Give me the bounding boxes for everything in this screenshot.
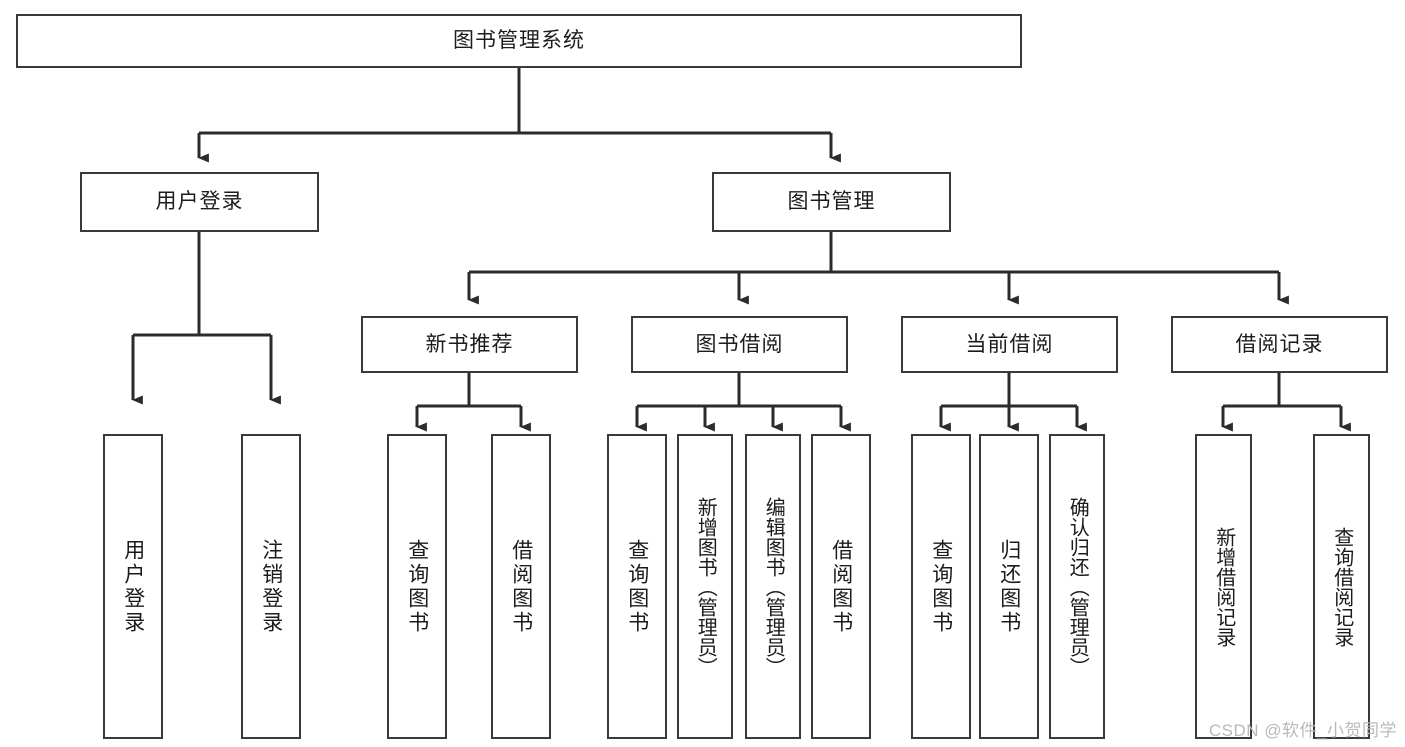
node-book-management[interactable]: 图书管理 [712, 172, 951, 232]
watermark-text: CSDN @软件_小贺同学 [1208, 721, 1397, 740]
node-label: 借阅图书 [829, 538, 853, 635]
node-label: 借阅图书 [509, 538, 533, 635]
node-current-borrow[interactable]: 当前借阅 [901, 316, 1118, 373]
node-label: 查询借阅记录 [1330, 526, 1353, 647]
node-label: 图书管理 [787, 190, 876, 214]
node-leaf-query-book-borrow[interactable]: 查询图书 [607, 434, 667, 739]
node-label: 新书推荐 [425, 332, 514, 356]
node-label: 查询图书 [929, 538, 953, 635]
node-leaf-add-borrow-record[interactable]: 新增借阅记录 [1195, 434, 1252, 739]
node-label: 图书管理系统 [453, 29, 585, 53]
node-root[interactable]: 图书管理系统 [16, 14, 1022, 68]
node-leaf-user-login[interactable]: 用户登录 [103, 434, 163, 739]
node-leaf-confirm-return-admin[interactable]: 确认归还（管理员） [1049, 434, 1105, 739]
node-label: 当前借阅 [965, 332, 1054, 356]
node-label: 用户登录 [155, 190, 244, 214]
node-label: 编辑图书（管理员） [762, 496, 785, 677]
node-label: 查询图书 [405, 538, 429, 635]
node-leaf-borrow-book[interactable]: 借阅图书 [811, 434, 871, 739]
node-new-book-recommend[interactable]: 新书推荐 [361, 316, 578, 373]
node-leaf-borrow-book-recommend[interactable]: 借阅图书 [491, 434, 551, 739]
node-label: 新增图书（管理员） [694, 496, 717, 677]
node-borrow-records[interactable]: 借阅记录 [1171, 316, 1388, 373]
node-label: 借阅记录 [1235, 332, 1324, 356]
node-leaf-edit-book-admin[interactable]: 编辑图书（管理员） [745, 434, 801, 739]
node-leaf-return-book[interactable]: 归还图书 [979, 434, 1039, 739]
node-label: 图书借阅 [695, 332, 784, 356]
node-leaf-query-borrow-record[interactable]: 查询借阅记录 [1313, 434, 1370, 739]
node-leaf-query-book-current[interactable]: 查询图书 [911, 434, 971, 739]
node-leaf-add-book-admin[interactable]: 新增图书（管理员） [677, 434, 733, 739]
node-label: 确认归还（管理员） [1066, 496, 1089, 677]
node-label: 归还图书 [997, 538, 1021, 635]
node-leaf-query-book-recommend[interactable]: 查询图书 [387, 434, 447, 739]
node-leaf-logout[interactable]: 注销登录 [241, 434, 301, 739]
node-book-borrow[interactable]: 图书借阅 [631, 316, 848, 373]
node-label: 注销登录 [259, 538, 283, 635]
node-label: 查询图书 [625, 538, 649, 635]
node-label: 用户登录 [121, 538, 145, 635]
node-label: 新增借阅记录 [1212, 526, 1235, 647]
node-user-login[interactable]: 用户登录 [80, 172, 319, 232]
